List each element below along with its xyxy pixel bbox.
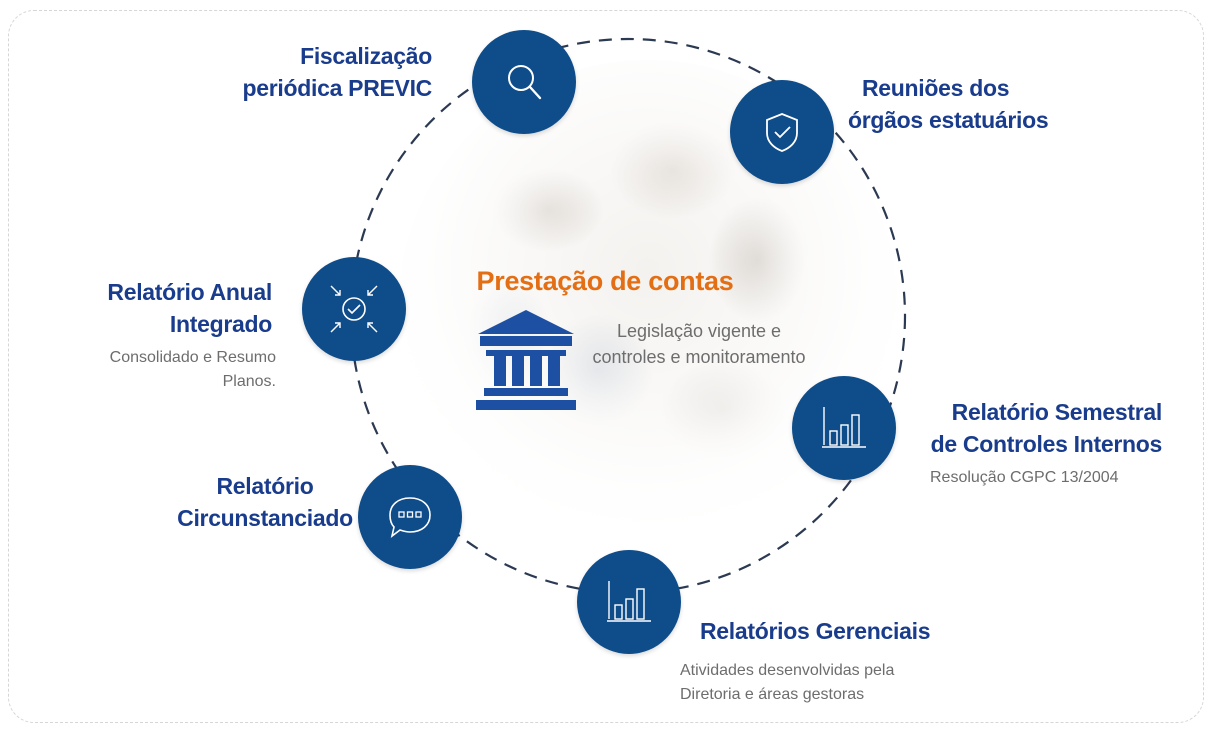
- shield-check-icon: [766, 113, 798, 152]
- converge-check-icon: [330, 285, 378, 333]
- node-fiscalizacao: [472, 30, 576, 134]
- node-relatorio-semestral-subtitle: Resolução CGPC 13/2004: [930, 469, 1119, 486]
- node-reunioes-title: Reuniões dos órgãos estatuários: [848, 75, 1049, 133]
- node-relatorio-semestral: [792, 376, 896, 480]
- speech-bubble-icon: [389, 497, 431, 538]
- node-relatorios-gerenciais: [577, 550, 681, 654]
- diagram-frame: [8, 10, 1204, 723]
- bar-chart-icon: [822, 407, 866, 448]
- center-text: Legislação vigente e controles e monitor…: [592, 321, 806, 367]
- node-relatorios-gerenciais-title: Relatórios Gerenciais: [700, 618, 931, 644]
- bank-building-icon: [470, 304, 582, 421]
- node-relatorio-anual-subtitle: Consolidado e Resumo Planos.: [109, 349, 276, 390]
- center-title: Prestação de contas: [476, 266, 734, 296]
- bar-chart-icon: [607, 581, 651, 622]
- node-relatorio-anual-title: Relatório Anual Integrado: [107, 279, 272, 337]
- node-relatorio-anual: [302, 257, 406, 361]
- node-fiscalizacao-title: Fiscalização periódica PREVIC: [242, 43, 433, 101]
- node-relatorio-semestral-title: Relatório Semestral de Controles Interno…: [930, 399, 1163, 457]
- node-reunioes: [730, 80, 834, 184]
- node-relatorio-circunstanciado: [358, 465, 462, 569]
- node-relatorio-circunstanciado-title: Relatório Circunstanciado: [177, 473, 353, 531]
- node-relatorios-gerenciais-subtitle: Atividades desenvolvidas pela Diretoria …: [680, 662, 895, 703]
- magnifier-icon: [508, 65, 542, 100]
